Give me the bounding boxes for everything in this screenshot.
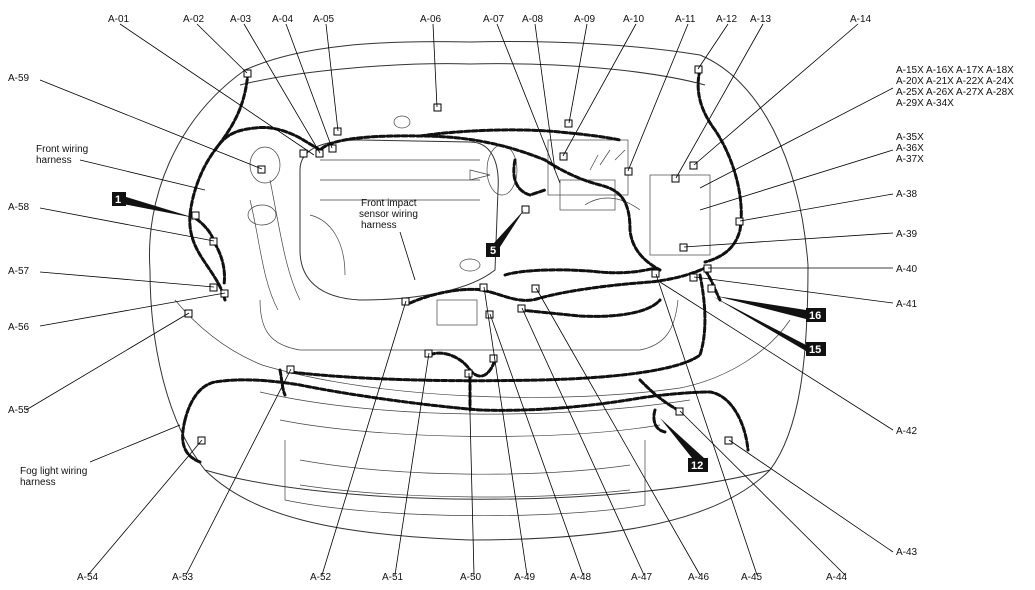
label-a57: A-57 [8, 266, 30, 277]
label-a41: A-41 [896, 299, 918, 310]
badge-1-text: 1 [115, 194, 121, 206]
label-a38: A-38 [896, 189, 918, 200]
leader-lines [25, 23, 894, 576]
badge-16-text: 16 [809, 310, 821, 322]
badge-15-text: 15 [809, 344, 821, 356]
label-a55: A-55 [8, 405, 30, 416]
label-a14: A-14 [850, 14, 872, 25]
label-a09: A-09 [574, 14, 596, 25]
label-a46: A-46 [688, 572, 710, 583]
badge-5-callout: 5 [486, 210, 524, 257]
label-a39: A-39 [896, 229, 918, 240]
label-a01: A-01 [108, 14, 130, 25]
label-a08: A-08 [522, 14, 544, 25]
label-group-15x-line3: A-25X A-26X A-27X A-28X [896, 87, 1014, 98]
harness-lines [181, 68, 750, 464]
right-labels: A-15X A-16X A-17X A-18X A-20X A-21X A-22… [896, 65, 1014, 558]
label-a54: A-54 [77, 572, 99, 583]
fog-light-harness-line2: harness [20, 477, 56, 488]
badge-16-callout: 16 [716, 296, 826, 322]
label-a53: A-53 [172, 572, 194, 583]
label-a58: A-58 [8, 202, 30, 213]
label-a59: A-59 [8, 73, 30, 84]
impact-sensor-harness-line1: Front impact [361, 198, 417, 209]
label-a04: A-04 [272, 14, 294, 25]
label-a03: A-03 [230, 14, 252, 25]
front-wiring-harness-line1: Front wiring [36, 144, 88, 155]
label-group-15x-line1: A-15X A-16X A-17X A-18X [896, 65, 1014, 76]
label-a48: A-48 [570, 572, 592, 583]
top-labels: A-01 A-02 A-03 A-04 A-05 A-06 A-07 A-08 … [108, 14, 872, 25]
badge-5-text: 5 [490, 245, 496, 257]
label-a52: A-52 [310, 572, 332, 583]
label-a47: A-47 [631, 572, 653, 583]
label-group-15x-line4: A-29X A-34X [896, 98, 954, 109]
badge-1-callout: 1 [112, 192, 195, 218]
label-a56: A-56 [8, 322, 30, 333]
label-a50: A-50 [460, 572, 482, 583]
impact-sensor-harness-line2: sensor wiring [359, 209, 418, 220]
label-a02: A-02 [183, 14, 205, 25]
label-a45: A-45 [741, 572, 763, 583]
harness-text-labels: Front wiring harness Front impact sensor… [20, 144, 418, 488]
label-a40: A-40 [896, 264, 918, 275]
label-a06: A-06 [420, 14, 442, 25]
badge-12-text: 12 [691, 460, 703, 472]
label-a07: A-07 [483, 14, 505, 25]
front-wiring-harness-line2: harness [36, 155, 72, 166]
label-a12: A-12 [716, 14, 738, 25]
impact-sensor-harness-line3: harness [361, 220, 397, 231]
label-group-35x-line1: A-35X [896, 132, 924, 143]
label-a42: A-42 [896, 426, 918, 437]
label-a05: A-05 [313, 14, 335, 25]
label-a43: A-43 [896, 547, 918, 558]
badge-12-callout: 12 [660, 418, 708, 472]
label-a49: A-49 [514, 572, 536, 583]
fog-light-harness-line1: Fog light wiring [20, 466, 87, 477]
label-a11: A-11 [675, 14, 696, 25]
label-group-35x-line3: A-37X [896, 154, 924, 165]
label-a51: A-51 [382, 572, 404, 583]
label-group-15x-line2: A-20X A-21X A-22X A-24X [896, 76, 1014, 87]
left-labels: A-59 A-58 A-57 A-56 A-55 [8, 73, 30, 416]
bottom-labels: A-44 A-45 A-46 A-47 A-48 A-49 A-50 A-51 … [77, 572, 848, 583]
label-a44: A-44 [826, 572, 848, 583]
label-a13: A-13 [750, 14, 772, 25]
label-a10: A-10 [623, 14, 645, 25]
badge-15-callout: 15 [712, 296, 826, 356]
label-group-35x-line2: A-36X [896, 143, 924, 154]
